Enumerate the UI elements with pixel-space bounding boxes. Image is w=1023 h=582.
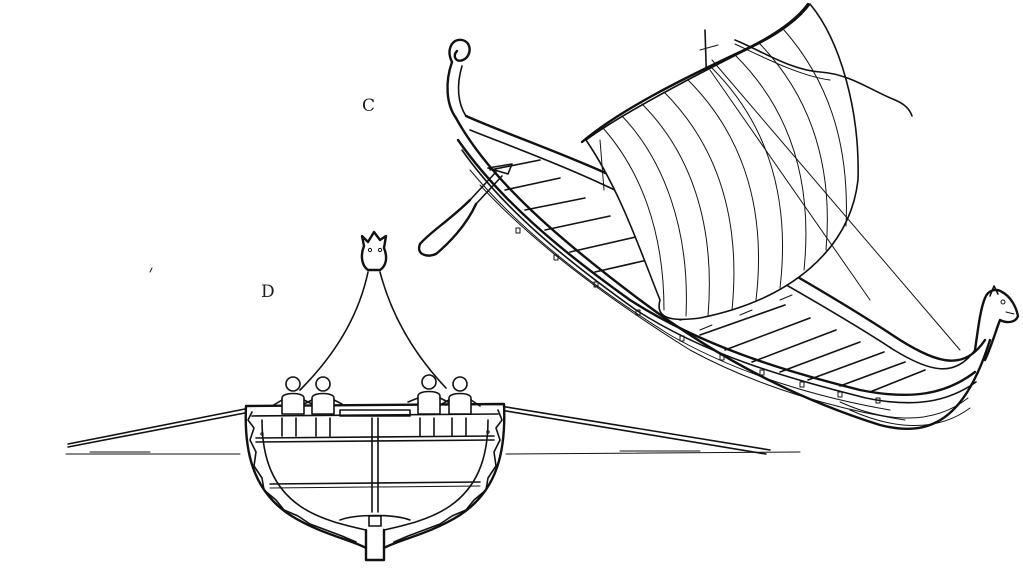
stay-left xyxy=(299,271,369,391)
steering-oar xyxy=(417,163,513,257)
rower xyxy=(303,376,343,415)
rower xyxy=(407,374,449,415)
near-gunwale xyxy=(456,138,977,397)
rowers xyxy=(271,374,481,415)
sail-seams xyxy=(602,29,847,317)
hull-keel-line xyxy=(454,116,992,430)
rower xyxy=(271,376,313,415)
dragon-head-post xyxy=(360,230,388,272)
rower xyxy=(441,376,481,415)
figure-label-d: D xyxy=(261,282,275,302)
dragon-head-bow xyxy=(973,285,1020,362)
oar-left xyxy=(67,407,251,445)
stay-right xyxy=(379,271,447,389)
sail xyxy=(585,3,859,321)
viking-longship-sailing xyxy=(417,2,1020,430)
water-line xyxy=(65,451,801,455)
deck-beam xyxy=(255,435,495,439)
oar-right xyxy=(499,405,771,451)
viking-longship-cross-section xyxy=(65,230,801,562)
oar-holes xyxy=(515,227,881,404)
figure-label-c: C xyxy=(362,96,376,116)
stern-spiral-post xyxy=(446,38,471,120)
yard xyxy=(580,2,810,144)
pennant xyxy=(734,39,913,117)
thwarts xyxy=(489,159,926,393)
